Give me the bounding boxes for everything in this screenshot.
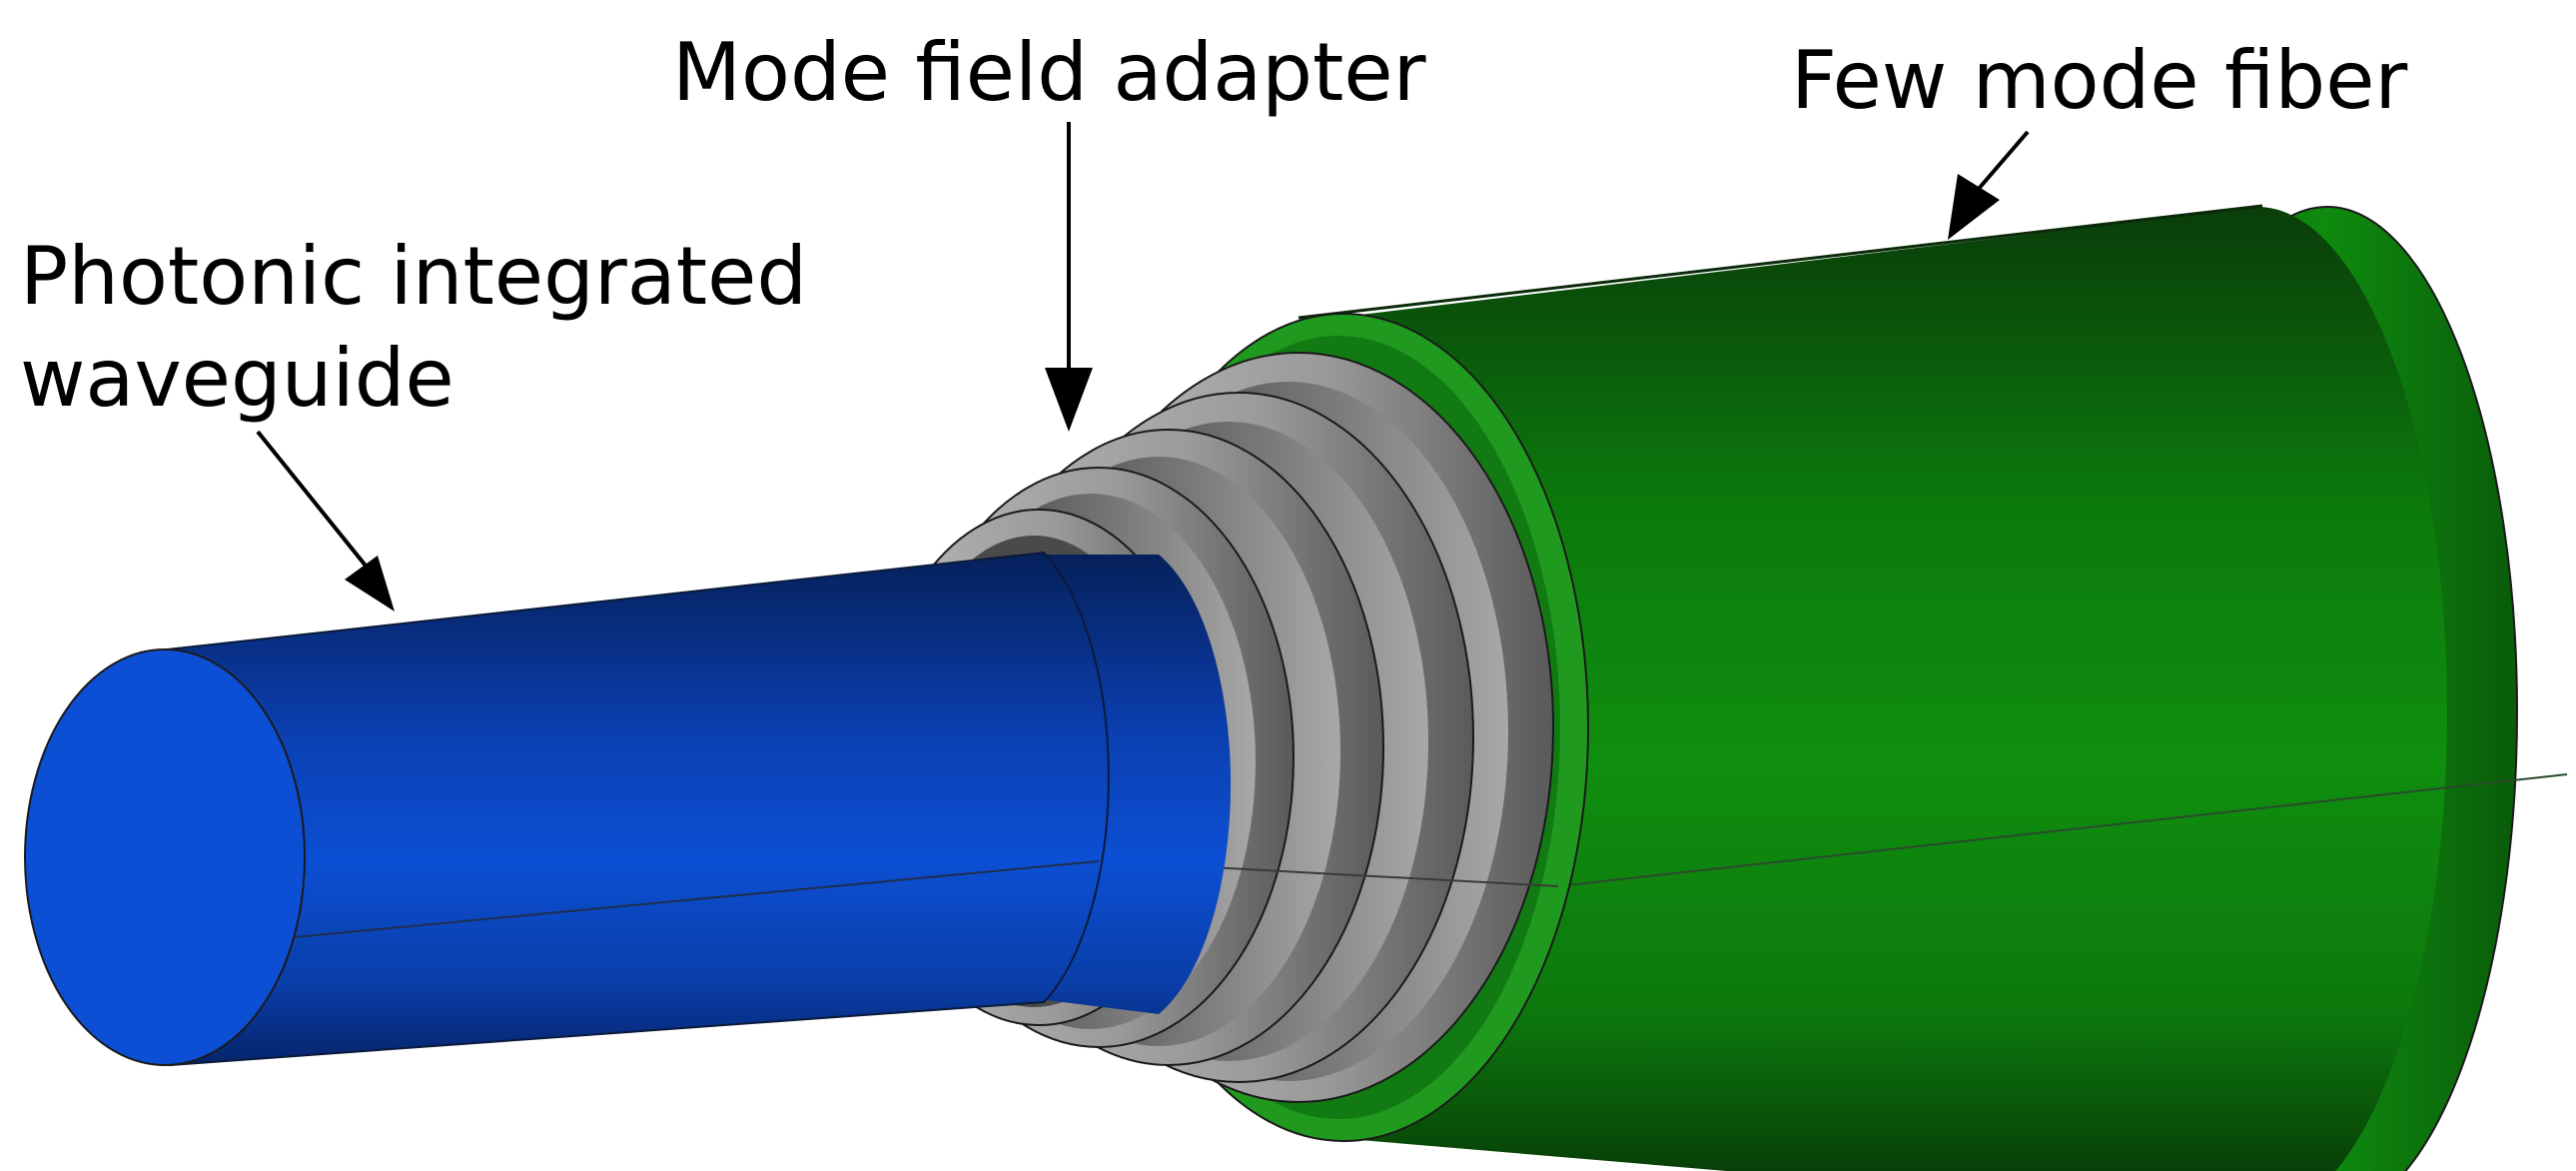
fiber-top-edge bbox=[1297, 204, 2263, 320]
waveguide-label: Photonic integrated waveguide bbox=[20, 226, 807, 431]
arrow-waveguide-head bbox=[345, 556, 395, 611]
photonic-integrated-waveguide bbox=[24, 551, 1232, 1067]
adapter-label: Mode field adapter bbox=[672, 26, 1426, 119]
waveguide-seam-line bbox=[294, 860, 1100, 938]
fiber-label: Few mode fiber bbox=[1791, 34, 2408, 127]
fiber-body-right-edge bbox=[2257, 207, 2447, 1171]
waveguide-label-line1: Photonic integrated bbox=[20, 230, 808, 323]
arrow-waveguide-line bbox=[256, 430, 384, 587]
waveguide-body-main bbox=[148, 551, 1110, 1067]
fiber-seam-line bbox=[1557, 773, 2568, 887]
arrow-fiber-line bbox=[1976, 130, 2030, 192]
arrow-adapter-head bbox=[1045, 368, 1093, 432]
waveguide-label-line2: waveguide bbox=[20, 332, 454, 426]
annotation-arrows bbox=[256, 122, 2030, 611]
arrow-fiber-head bbox=[1948, 174, 2000, 240]
waveguide-end-face bbox=[24, 648, 306, 1066]
